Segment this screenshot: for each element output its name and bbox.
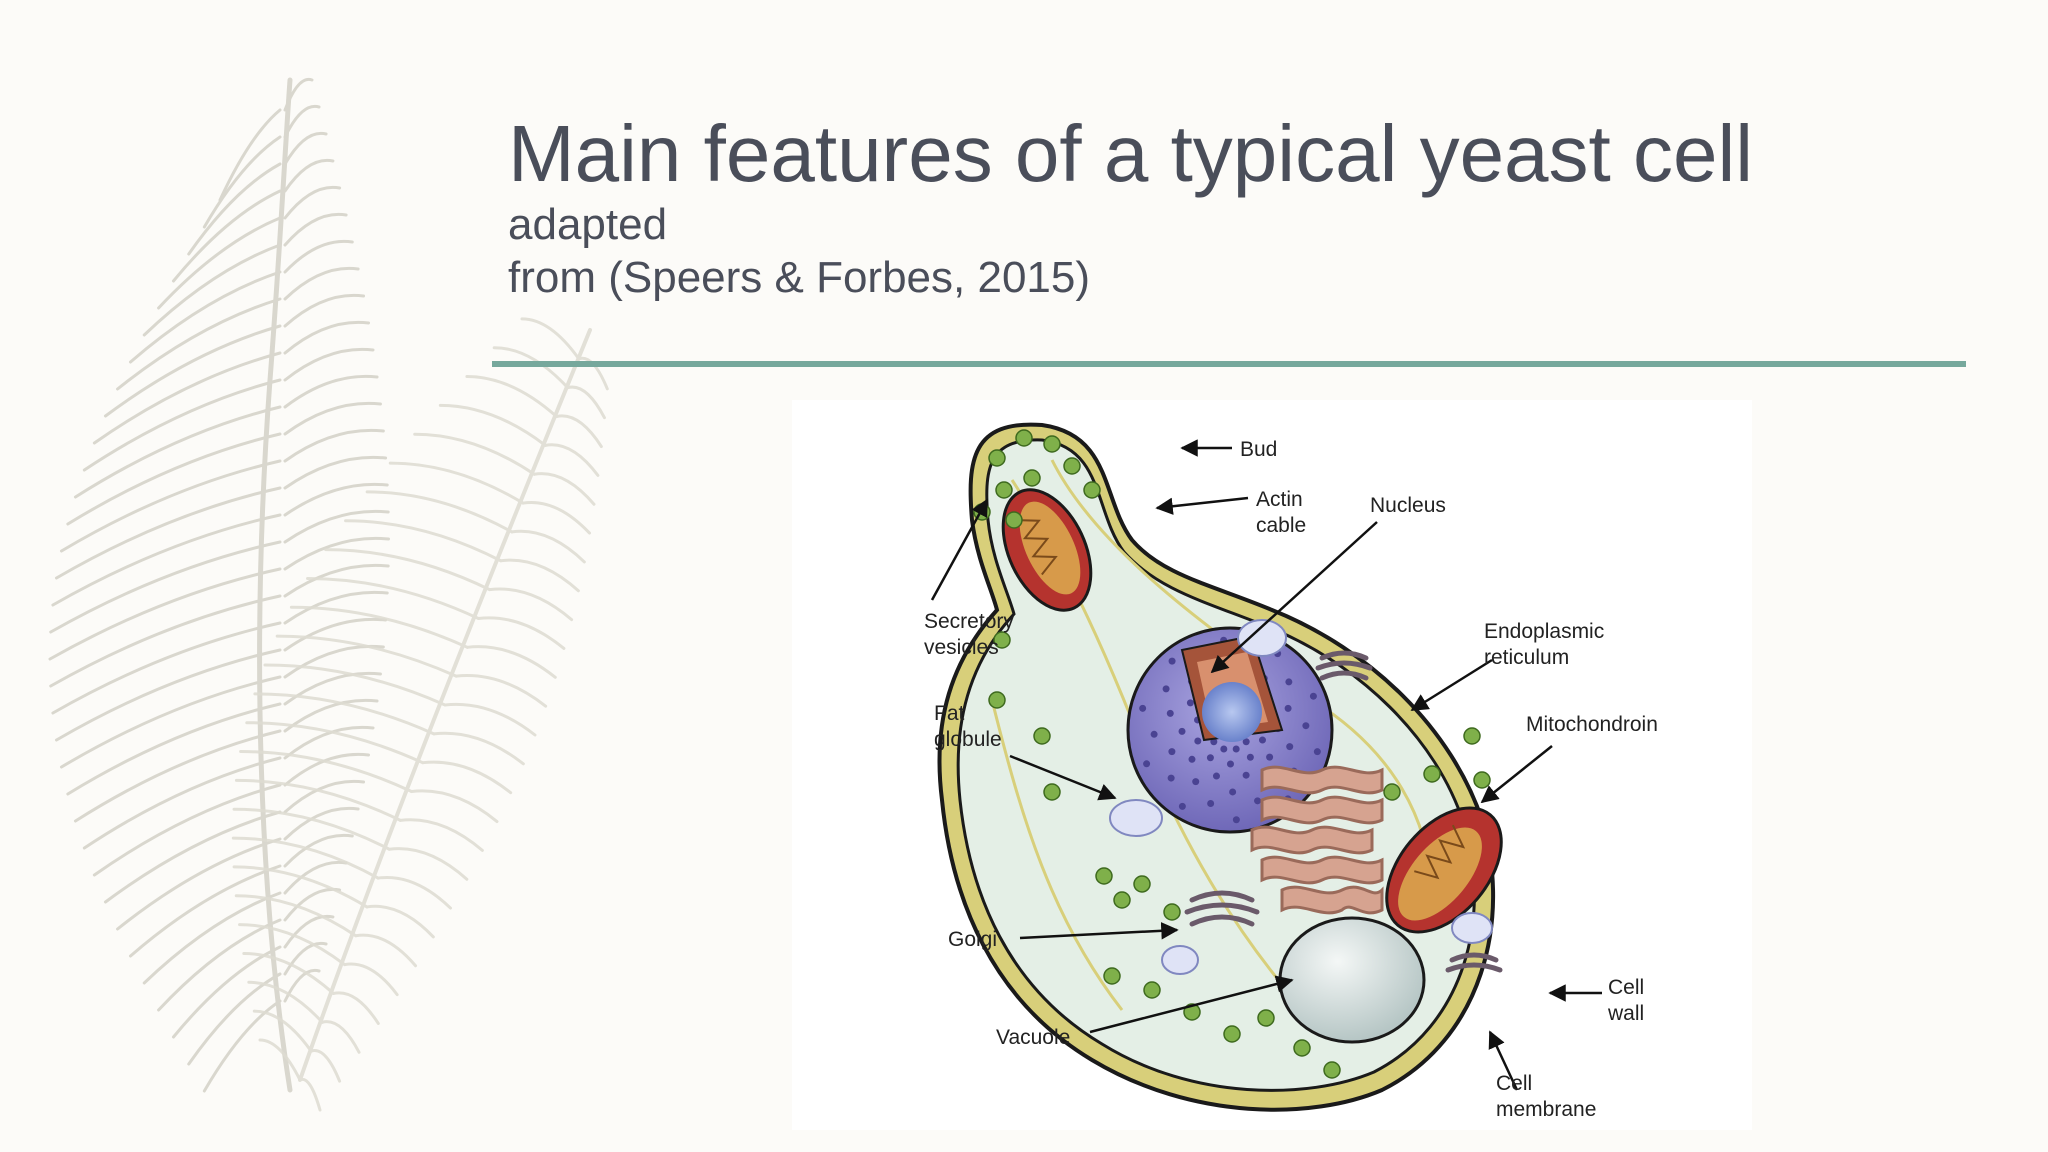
mitochondrion [1385, 806, 1503, 934]
label-cell-wall-line2: wall [1607, 1002, 1644, 1025]
label-bud: Bud [1240, 438, 1277, 461]
label-er-line1: Endoplasmic [1484, 620, 1604, 643]
label-cell-membrane-line1: Cell [1496, 1072, 1532, 1095]
title-adapted: adapted [508, 200, 668, 249]
leader-lines [930, 439, 1602, 1091]
golgi-apparatus [1184, 650, 1503, 973]
label-fat-line2: globule [934, 728, 1002, 751]
vacuole [1278, 916, 1426, 1044]
slide-title: Main features of a typical yeast cell ad… [508, 108, 1908, 303]
actin-cable-3 [990, 699, 1124, 1011]
label-cell-membrane-line2: membrane [1496, 1098, 1596, 1121]
yeast-cell-diagram: Bud Actin cable Nucleus Secretory vesicl… [924, 422, 1658, 1121]
endoplasmic-reticulum [1250, 765, 1384, 915]
title-main: Main features of a typical yeast cell [508, 109, 1754, 198]
label-er-line2: reticulum [1484, 646, 1569, 669]
fat-globules [1109, 619, 1493, 975]
label-vacuole: Vacuole [996, 1026, 1070, 1049]
label-actin-line1: Actin [1256, 488, 1303, 511]
label-cell-wall-line1: Cell [1608, 976, 1644, 999]
label-fat-line1: Fat [934, 702, 965, 725]
label-mitochondrion: Mitochondroin [1526, 713, 1658, 736]
label-golgi: Golgi [948, 928, 997, 951]
title-citation: from (Speers & Forbes, 2015) [508, 252, 1091, 302]
label-actin-line2: cable [1256, 514, 1306, 537]
label-secretory-line2: vesicles [924, 636, 999, 659]
title-divider [492, 361, 1966, 367]
feather-decoration-icon [48, 77, 609, 1112]
mitochondrion-bud [1001, 488, 1093, 612]
label-secretory-line1: Secretory [924, 610, 1014, 633]
label-nucleus: Nucleus [1370, 494, 1446, 517]
